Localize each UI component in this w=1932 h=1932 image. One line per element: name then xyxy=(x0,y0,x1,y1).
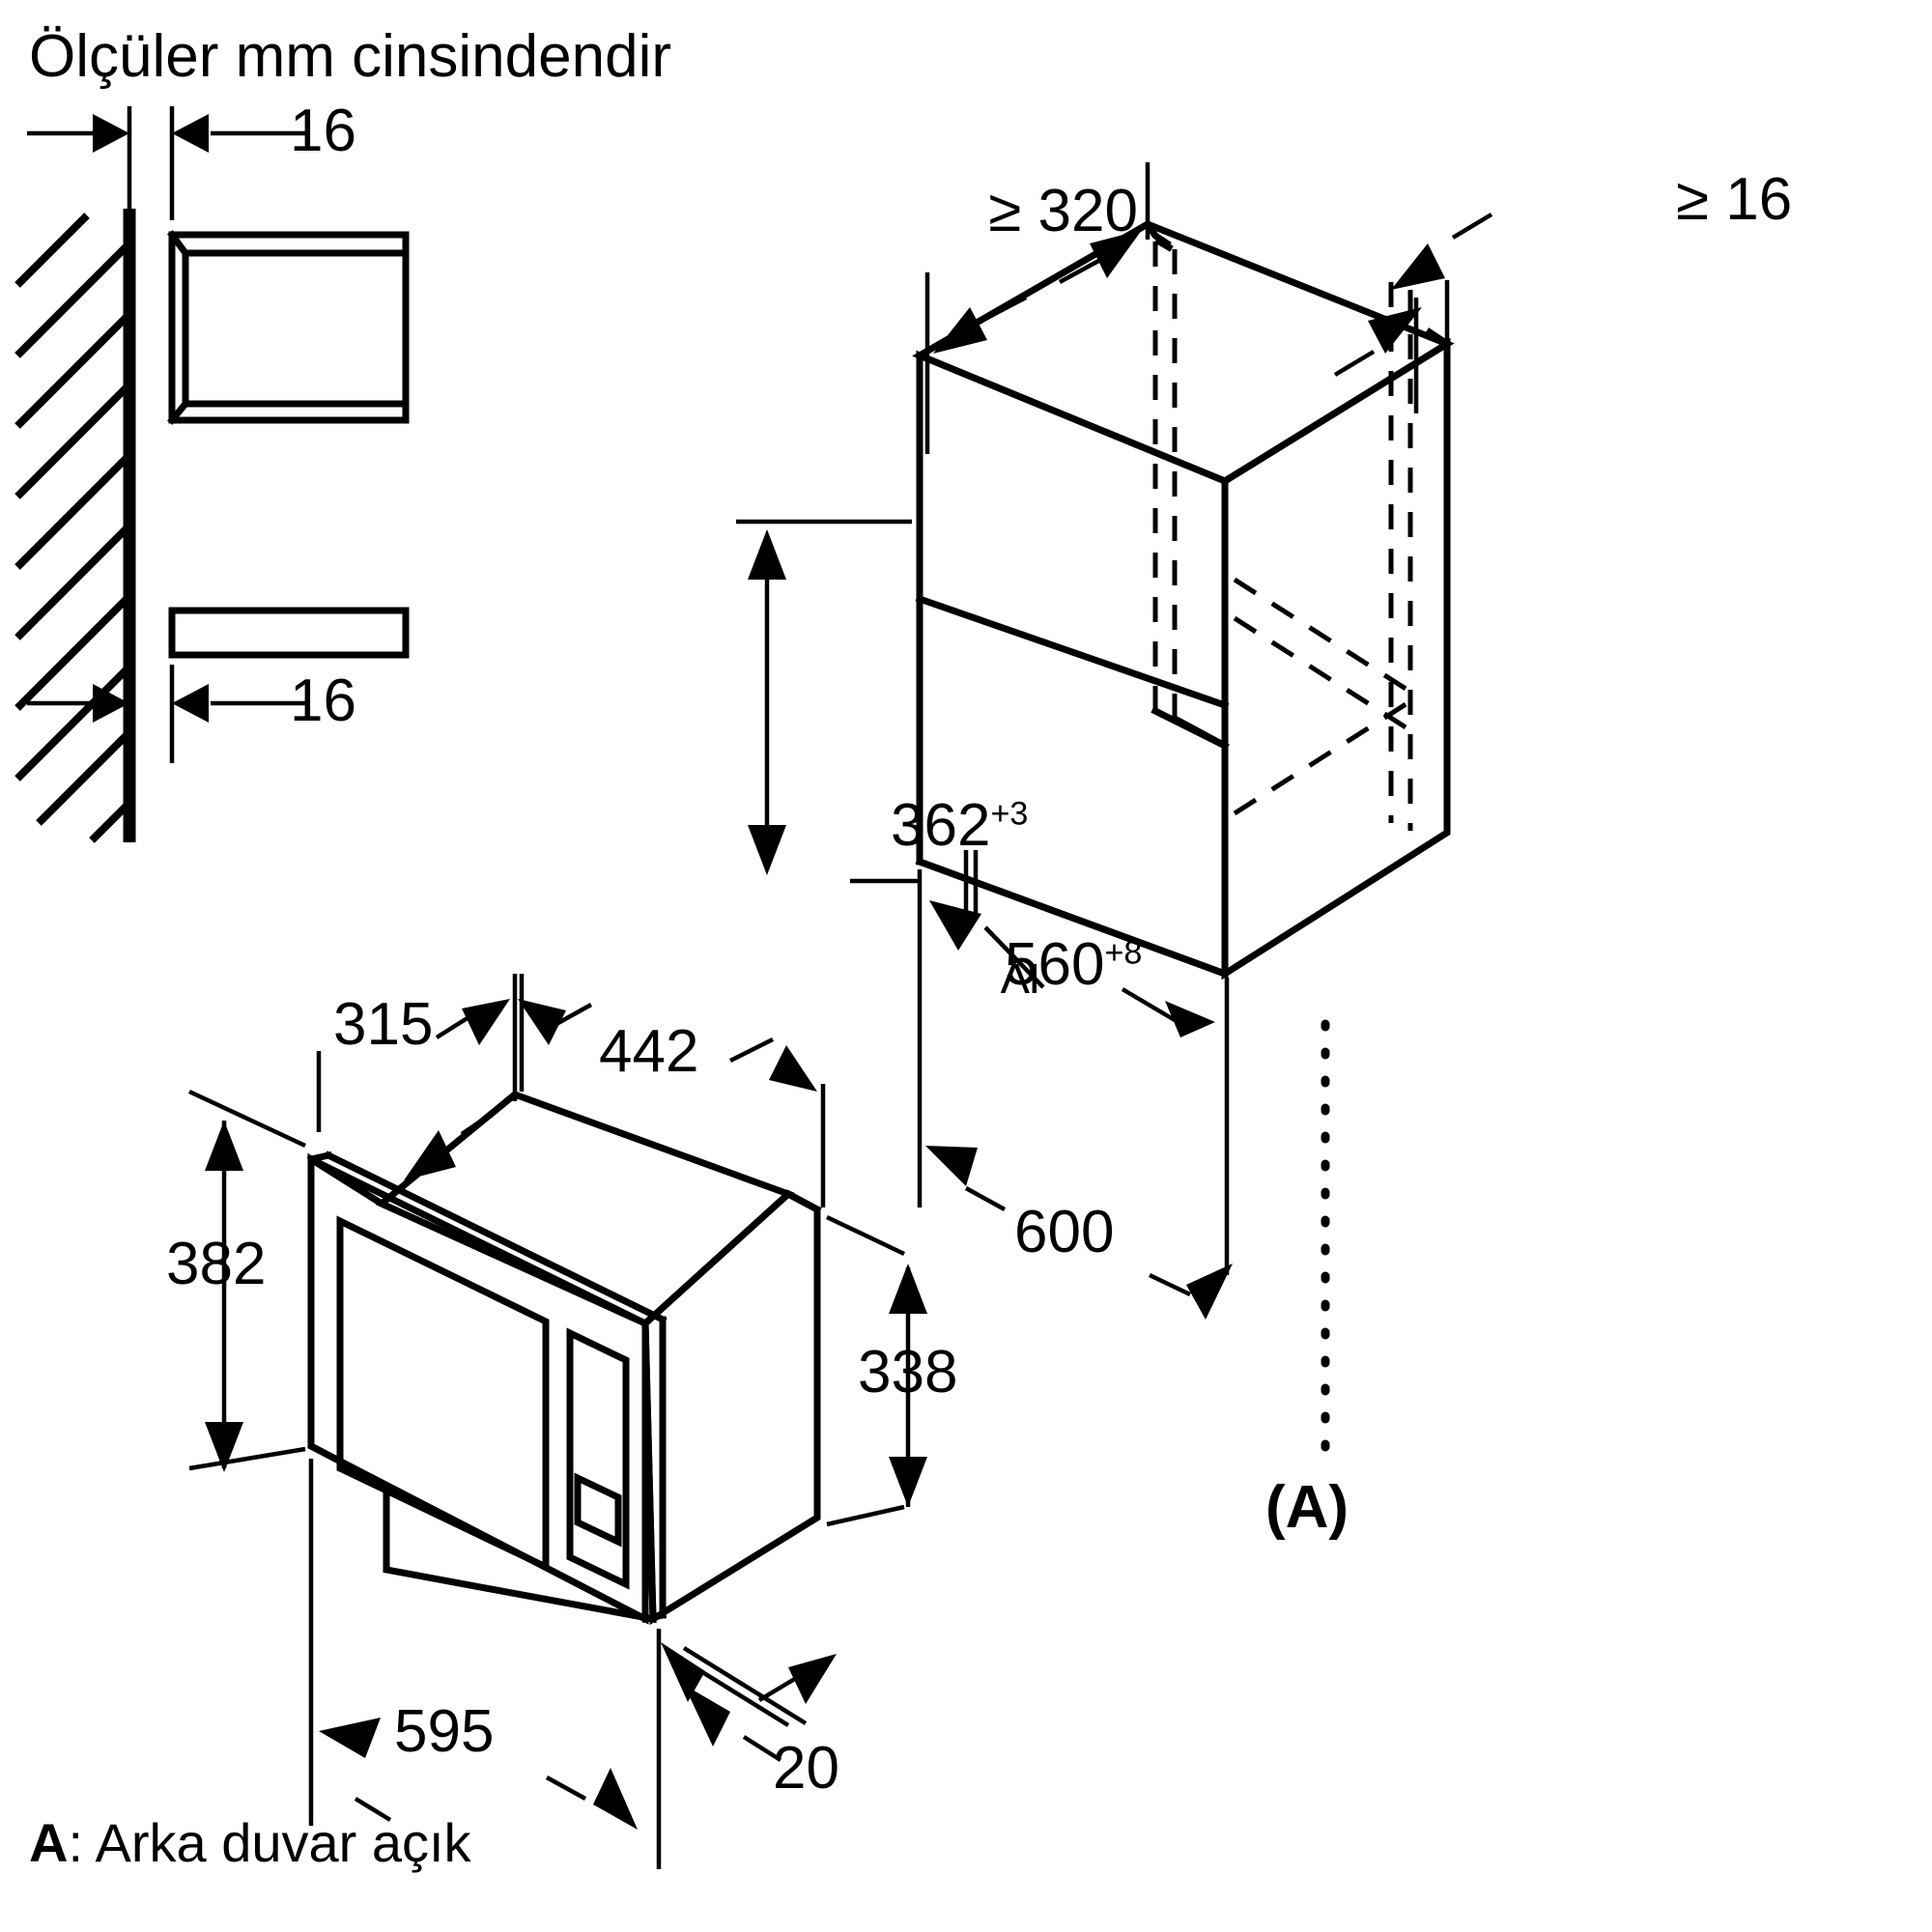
dim-niche-362 xyxy=(736,519,920,884)
appliance-door-window xyxy=(336,1215,550,1573)
niche-right-face xyxy=(1221,337,1451,980)
wall-section-view xyxy=(14,106,410,843)
dim-label-wall-16-bottom: 16 xyxy=(290,668,356,734)
dim-label-niche-560: 560+8 xyxy=(1005,935,1142,995)
callout-label-a: (A) xyxy=(1265,1474,1350,1541)
appliance-control-panel xyxy=(566,1327,630,1590)
dim-niche-600 xyxy=(917,869,1233,1320)
dim-app-20 xyxy=(661,1642,837,1762)
dim-app-338 xyxy=(826,1214,927,1527)
appliance-control-button xyxy=(574,1472,622,1548)
dim-value-362: 362 xyxy=(891,792,991,859)
cabinet-lower-profile xyxy=(168,607,410,659)
dim-app-442 xyxy=(518,974,826,1208)
dim-tolerance-560: +8 xyxy=(1104,934,1143,972)
dim-wall-16-top xyxy=(27,106,309,220)
dim-app-595 xyxy=(308,1459,662,1869)
dim-label-app-595: 595 xyxy=(394,1698,495,1765)
dim-label-app-442: 442 xyxy=(599,1018,699,1085)
appliance-3d-view xyxy=(188,974,927,1869)
dim-label-app-315: 315 xyxy=(333,991,434,1058)
wall-hatch xyxy=(14,213,135,843)
page-title: Ölçüler mm cinsindendir xyxy=(29,23,671,90)
dim-label-niche-362: 362+3 xyxy=(891,796,1028,856)
dim-app-382 xyxy=(188,1089,306,1472)
cabinet-upper-profile xyxy=(167,230,410,425)
footnote-marker: A xyxy=(29,1812,69,1873)
dim-tolerance-362: +3 xyxy=(990,795,1029,833)
dim-niche-16 xyxy=(1333,213,1493,413)
dim-wall-16-bottom xyxy=(27,665,309,763)
appliance-right-face xyxy=(641,1189,821,1626)
niche-hidden-edges xyxy=(1152,242,1413,831)
dim-niche-320 xyxy=(924,162,1151,454)
footnote-text: Arka duvar açık xyxy=(95,1812,471,1873)
dim-label-app-338: 338 xyxy=(858,1339,958,1406)
dim-label-wall-16-top: 16 xyxy=(290,98,356,164)
dim-label-niche-320: ≥ 320 xyxy=(988,178,1138,244)
footnote-separator: : xyxy=(68,1812,96,1873)
dim-label-app-20: 20 xyxy=(773,1735,839,1802)
dim-niche-560 xyxy=(929,850,1215,1037)
dim-value-560: 560 xyxy=(1005,931,1105,998)
niche-3d-view xyxy=(736,162,1493,1465)
dim-label-niche-16: ≥ 16 xyxy=(1676,166,1793,233)
dim-label-app-382: 382 xyxy=(166,1231,267,1297)
footnote: A: Arka duvar açık xyxy=(29,1816,471,1870)
dim-label-niche-600: 600 xyxy=(1014,1199,1115,1265)
dim-app-315 xyxy=(316,974,518,1180)
